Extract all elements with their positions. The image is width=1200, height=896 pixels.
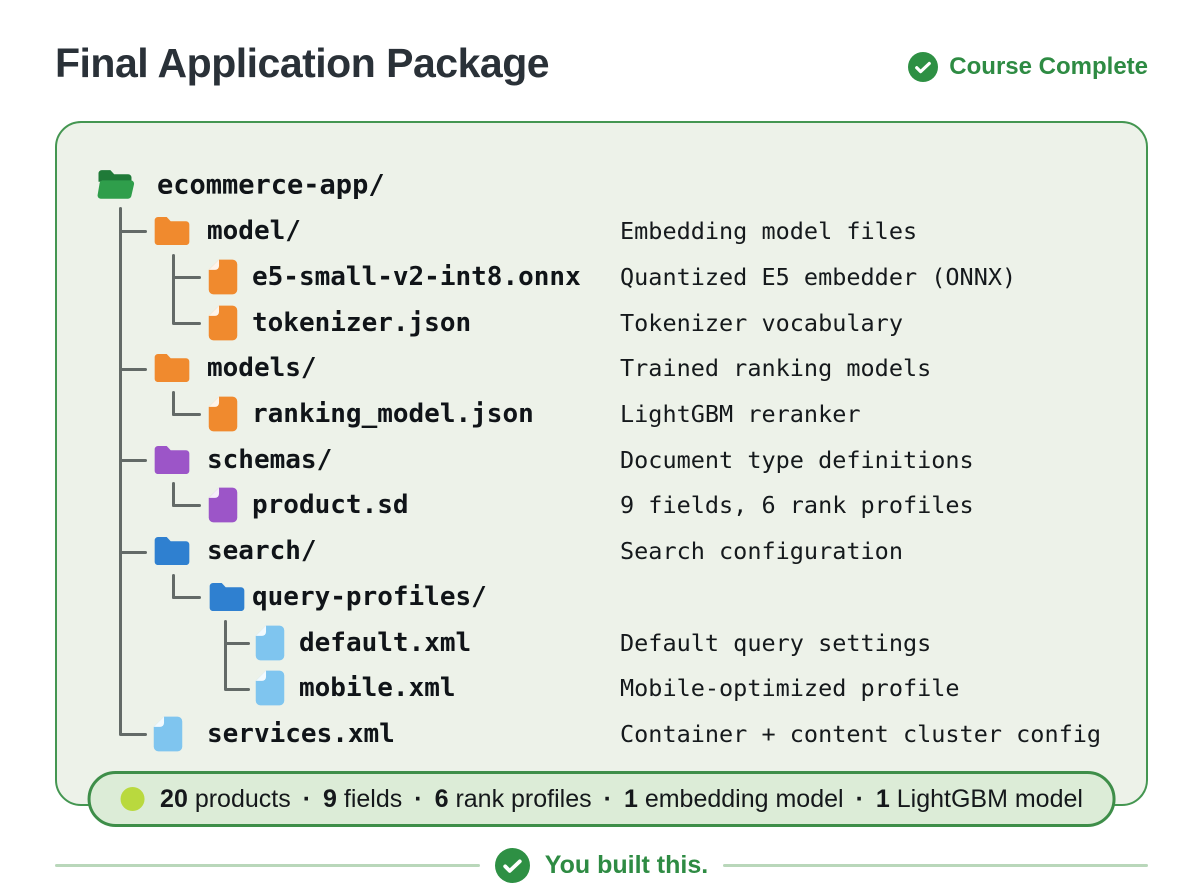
stat-fields: 9 fields (323, 784, 403, 813)
tree-item-name: e5-small-v2-int8.onnx (252, 262, 581, 292)
tree-item-description: Search configuration (620, 537, 903, 565)
tree-item-name: ecommerce-app/ (157, 169, 385, 201)
tree-connector (172, 391, 175, 416)
tree-connector (119, 733, 147, 736)
file-icon (208, 487, 238, 523)
file-icon (208, 396, 238, 432)
stat-separator: · (855, 784, 864, 813)
course-complete-badge: Course Complete (908, 52, 1148, 82)
tree-item-description: Document type definitions (620, 446, 974, 474)
check-circle-icon (494, 847, 530, 883)
file-tree-panel: ecommerce-app/ model/ Embedding model fi… (55, 121, 1148, 827)
tree-row: e5-small-v2-int8.onnx Quantized E5 embed… (57, 254, 1146, 300)
tree-item-name: model/ (207, 216, 301, 246)
folder-icon (209, 582, 245, 612)
stat-lightgbm-model: 1 LightGBM model (875, 784, 1083, 813)
summary-pill: 20 products · 9 fields · 6 rank profiles… (87, 771, 1116, 827)
tree-item-name: search/ (207, 536, 317, 566)
file-icon (153, 716, 183, 752)
divider-line (723, 863, 1148, 867)
tree-row-root: ecommerce-app/ (57, 162, 1146, 208)
tree-connector (224, 642, 250, 645)
file-icon (255, 625, 285, 661)
file-icon (208, 305, 238, 341)
divider-line (55, 863, 480, 867)
tree-connector (172, 322, 201, 325)
course-complete-label: Course Complete (949, 53, 1148, 80)
tree-connector (172, 596, 201, 599)
tree-item-name: default.xml (299, 628, 472, 658)
tree-connector (172, 413, 201, 416)
tree-row: schemas/ Document type definitions (57, 437, 1146, 483)
tree-item-description: 9 fields, 6 rank profiles (620, 491, 974, 519)
tree-item-description: Mobile-optimized profile (620, 674, 960, 702)
tree-item-description: Tokenizer vocabulary (620, 309, 903, 337)
tree-item-description: Trained ranking models (620, 354, 932, 382)
footer-message: You built this. (544, 850, 709, 879)
tree-connector (172, 504, 201, 507)
tree-item-name: ranking_model.json (252, 399, 534, 429)
tree-item-description: Default query settings (620, 629, 932, 657)
tree-connector (119, 551, 147, 554)
page-title: Final Application Package (55, 40, 550, 86)
folder-icon (154, 536, 190, 566)
stat-separator: · (414, 784, 423, 813)
tree-connector (172, 482, 175, 507)
tree-item-name: mobile.xml (299, 673, 456, 703)
tree-item-name: schemas/ (207, 445, 333, 475)
tree-row: mobile.xml Mobile-optimized profile (57, 665, 1146, 711)
tree-connector (119, 459, 147, 462)
tree-item-name: query-profiles/ (252, 582, 487, 612)
tree-row: search/ Search configuration (57, 528, 1146, 574)
tree-row: services.xml Container + content cluster… (57, 711, 1146, 757)
tree-item-description: Container + content cluster config (620, 720, 1102, 748)
file-icon (208, 259, 238, 295)
stat-embedding-model: 1 embedding model (623, 784, 844, 813)
tree-item-description: Embedding model files (620, 217, 918, 245)
check-circle-icon (908, 52, 939, 82)
stat-products: 20 products (160, 784, 291, 813)
status-dot-icon (120, 787, 145, 811)
tree-connector (119, 207, 122, 735)
tree-item-name: product.sd (252, 490, 409, 520)
tree-connector (224, 620, 227, 690)
tree-connector (224, 688, 250, 691)
folder-icon (154, 216, 190, 246)
folder-icon (154, 445, 190, 475)
tree-item-name: tokenizer.json (252, 308, 472, 338)
tree-connector (119, 230, 147, 233)
tree-connector (172, 574, 175, 599)
tree-row: default.xml Default query settings (57, 620, 1146, 666)
folder-icon (154, 353, 190, 383)
tree-row: query-profiles/ (57, 574, 1146, 620)
tree-item-name: models/ (207, 353, 317, 383)
tree-row: product.sd 9 fields, 6 rank profiles (57, 482, 1146, 528)
file-icon (255, 670, 285, 706)
tree-item-name: services.xml (207, 719, 395, 749)
tree-row: model/ Embedding model files (57, 208, 1146, 254)
stat-separator: · (302, 784, 312, 813)
tree-connector (172, 276, 201, 279)
tree-connector (172, 254, 175, 324)
tree-connector (119, 368, 147, 371)
footer: You built this. (55, 846, 1148, 884)
tree-item-description: LightGBM reranker (620, 400, 861, 428)
tree-row: models/ Trained ranking models (57, 345, 1146, 391)
tree-item-description: Quantized E5 embedder (ONNX) (620, 263, 1017, 291)
stat-rank-profiles: 6 rank profiles (434, 784, 592, 813)
stat-separator: · (603, 784, 612, 813)
tree-row: tokenizer.json Tokenizer vocabulary (57, 300, 1146, 346)
open-folder-icon (97, 170, 135, 199)
tree-row: ranking_model.json LightGBM reranker (57, 391, 1146, 437)
